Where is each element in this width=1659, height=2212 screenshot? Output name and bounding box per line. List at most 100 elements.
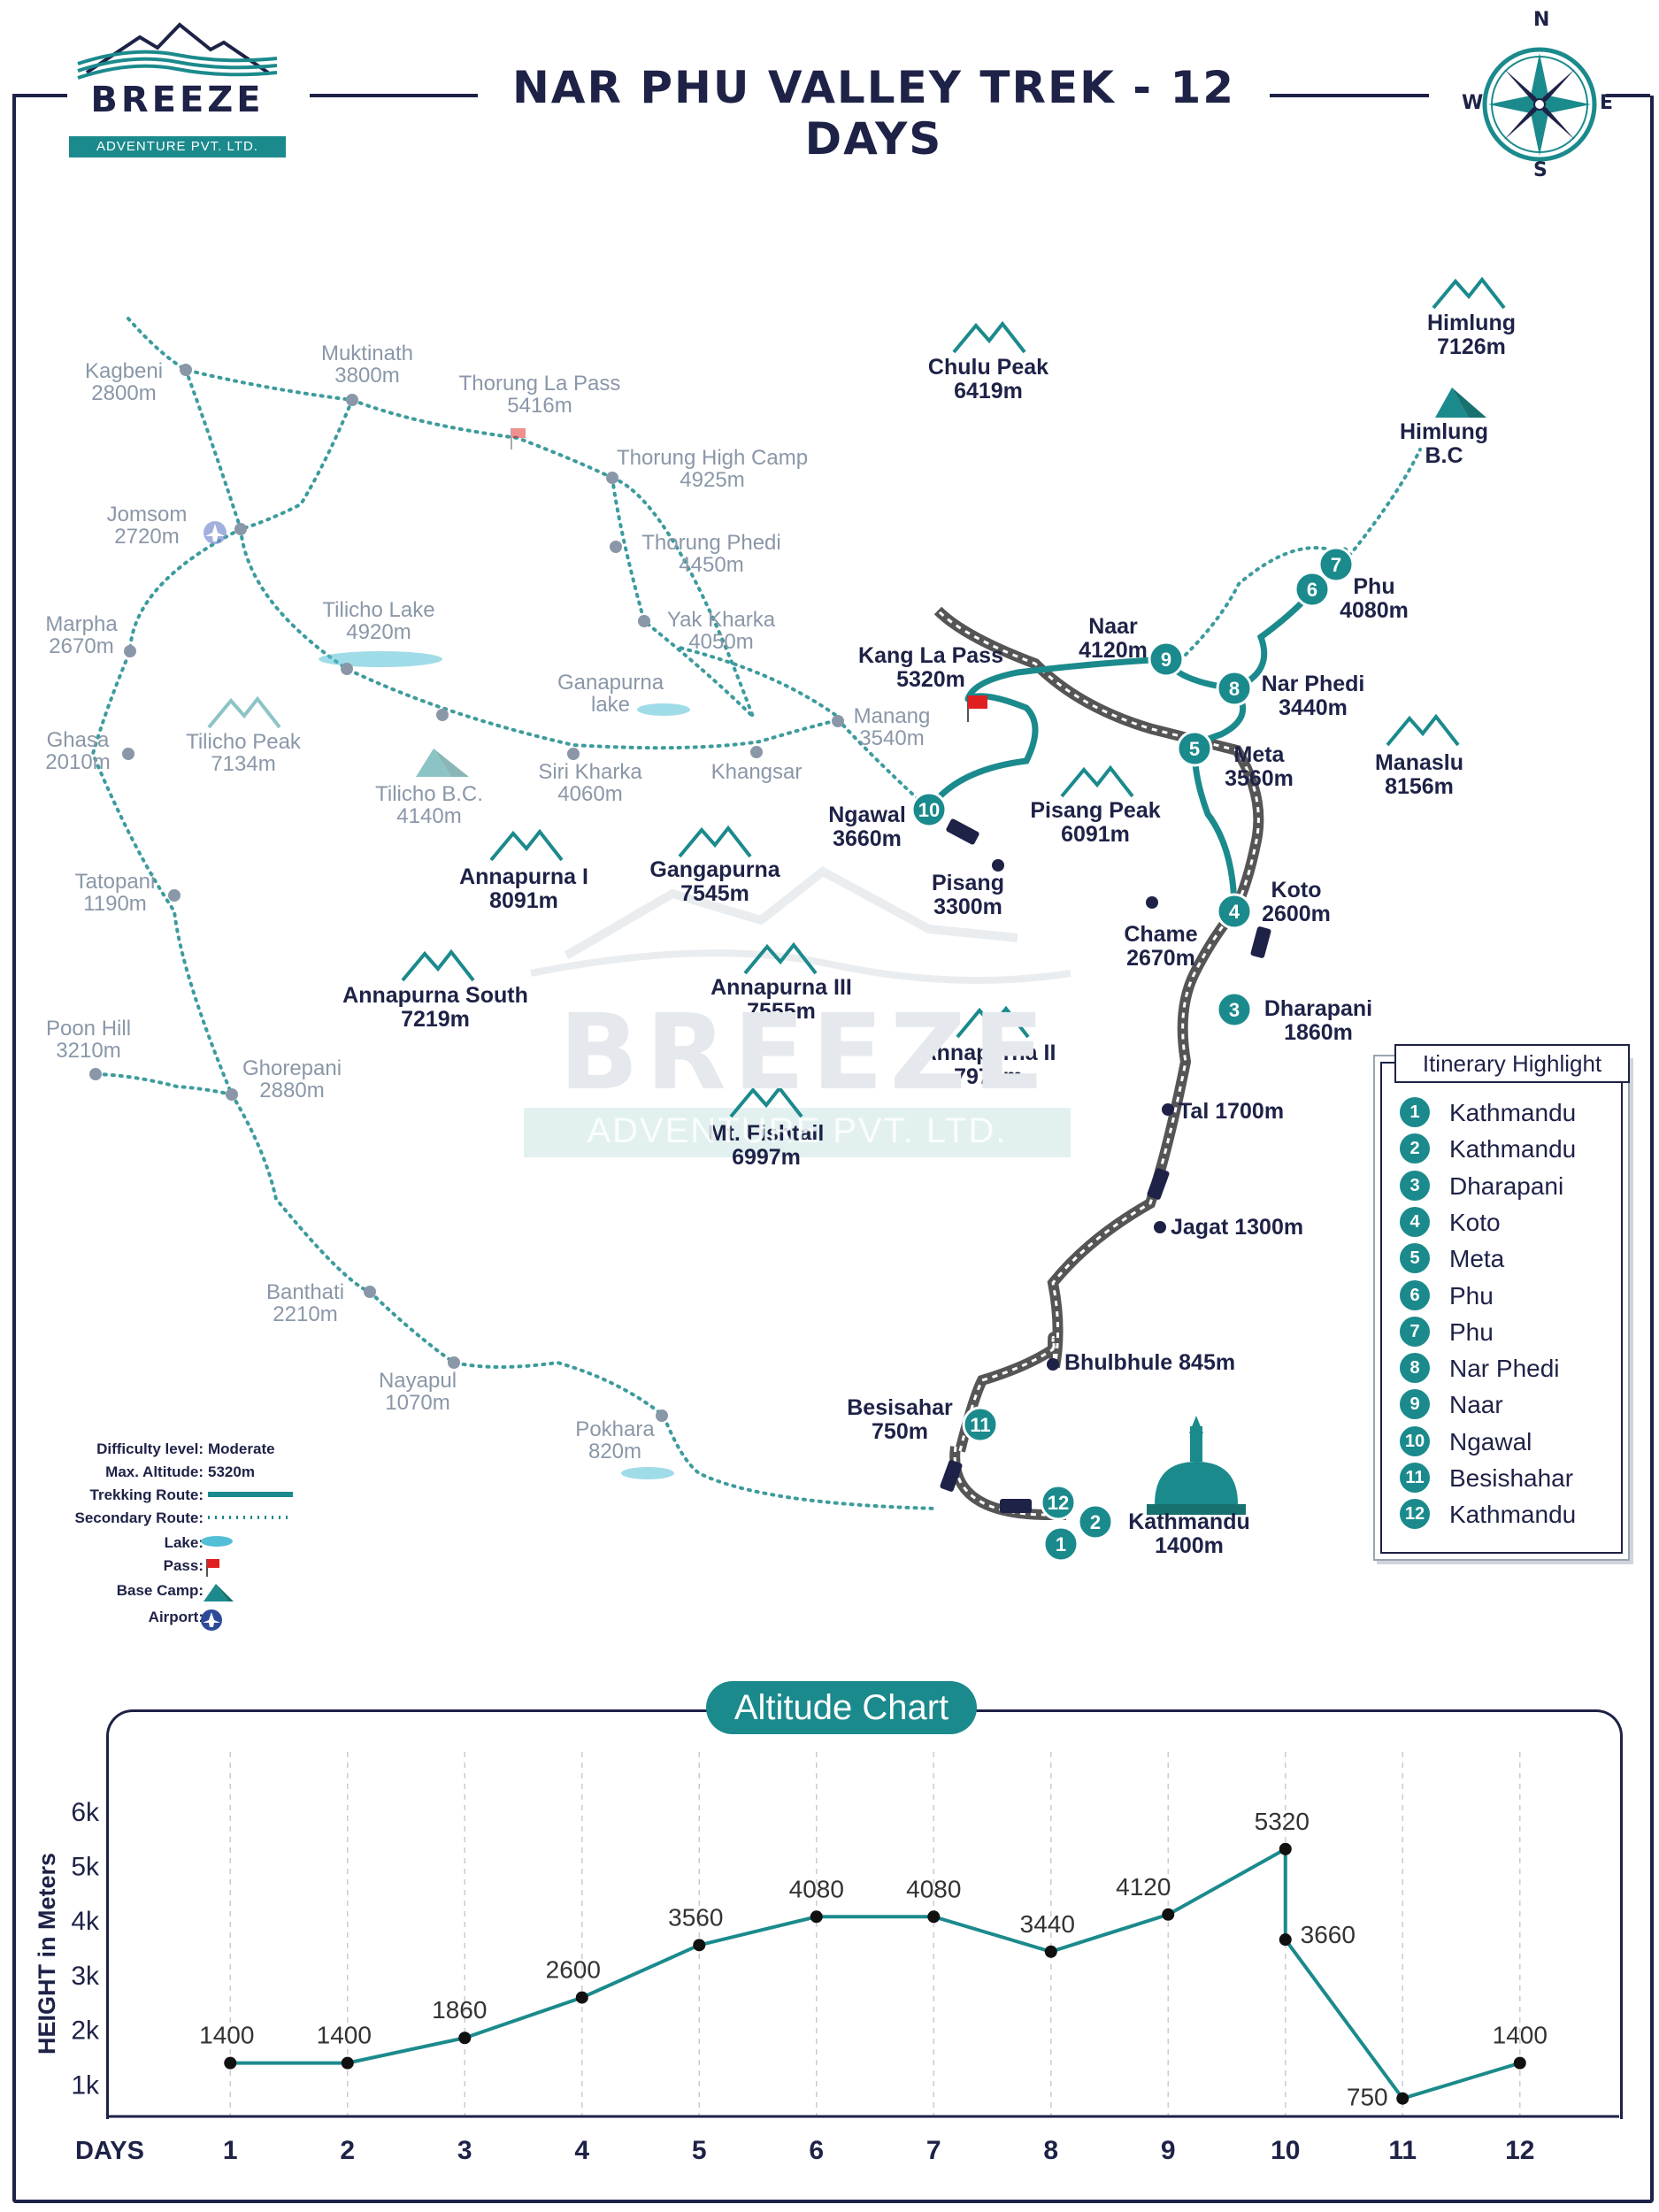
svg-text:2: 2	[1090, 1511, 1101, 1533]
legend-difficulty: Difficulty level:Moderate	[96, 1440, 275, 1457]
chart-data-label: 5320	[1255, 1808, 1310, 1835]
chart-point	[341, 2056, 354, 2070]
itinerary-day-number: 1	[1400, 1097, 1430, 1127]
compass-west: W	[1462, 92, 1484, 114]
legend-max-altitude: Max. Altitude:5320m	[105, 1463, 255, 1480]
legend-trekking-route: Trekking Route:	[27, 1486, 293, 1509]
chart-x-tick-label: 1	[223, 2136, 238, 2165]
svg-text:1: 1	[1056, 1533, 1066, 1555]
itinerary-day-label: Nar Phedi	[1449, 1355, 1560, 1383]
chart-point	[1279, 1842, 1292, 1855]
base-camp-tent-icon	[200, 1582, 235, 1608]
chart-x-tick-label: 8	[1043, 2136, 1058, 2165]
lake-icon	[621, 1467, 674, 1479]
day-badge-3: 3	[1216, 991, 1253, 1028]
day-badge-12: 12	[1040, 1484, 1077, 1521]
itinerary-day-label: Naar	[1449, 1391, 1503, 1419]
chart-x-tick-label: 7	[926, 2136, 941, 2165]
mountain-icons	[207, 276, 1506, 1118]
lake-icon	[199, 1534, 234, 1552]
itinerary-day-number: 8	[1400, 1353, 1430, 1384]
chart-data-label: 3440	[1020, 1910, 1075, 1938]
chart-data-label: 750	[1347, 2084, 1388, 2111]
chart-x-tick-label: 12	[1505, 2136, 1534, 2165]
pass-flag-icon	[967, 695, 987, 722]
jeep-icon	[940, 818, 1271, 1513]
itinerary-item: 8 Nar Phedi	[1400, 1353, 1630, 1384]
chart-point	[810, 1910, 823, 1924]
svg-text:9: 9	[1161, 649, 1171, 671]
chart-data-label: 3560	[668, 1903, 723, 1931]
day-badge-6: 6	[1294, 571, 1331, 608]
itinerary-day-label: Kathmandu	[1449, 1099, 1577, 1126]
base-camp-tent-icon	[416, 749, 469, 777]
watermark	[524, 866, 1071, 1157]
svg-text:10: 10	[918, 799, 940, 821]
chart-data-label: 4080	[789, 1875, 844, 1902]
chart-y-tick-label: 1k	[71, 2070, 100, 2100]
road-stops	[992, 859, 1174, 1371]
itinerary-day-number: 9	[1400, 1389, 1430, 1420]
page-title: NAR PHU VALLEY TREK - 12 DAYS	[511, 62, 1236, 165]
itinerary-day-number: 7	[1400, 1316, 1430, 1347]
pass-flag-icon	[511, 428, 526, 449]
legend-pass: Pass:	[27, 1557, 292, 1580]
itinerary-day-number: 6	[1400, 1279, 1430, 1310]
svg-text:7: 7	[1331, 554, 1341, 576]
logo-mountain-icon	[77, 22, 278, 80]
chart-x-label: DAYS	[75, 2137, 144, 2165]
chart-series-line	[230, 1846, 1521, 2101]
svg-text:12: 12	[1048, 1492, 1069, 1514]
lake-icon	[319, 651, 442, 667]
itinerary-item: 9 Naar	[1400, 1389, 1630, 1420]
secondary-stops	[89, 364, 844, 1422]
frame-top-segment	[1606, 94, 1650, 97]
chart-data-label: 4080	[906, 1875, 961, 1902]
day-badge-4: 4	[1216, 893, 1253, 930]
poster-frame	[12, 96, 1654, 2203]
chart-y-label: HEIGHT in Meters	[34, 1853, 60, 2055]
frame-top-segment	[12, 94, 67, 97]
day-badge-11: 11	[962, 1406, 999, 1443]
chart-x-tick-label: 6	[809, 2136, 824, 2165]
itinerary-day-label: Besishahar	[1449, 1464, 1574, 1492]
chart-y-tick-label: 4k	[71, 1907, 100, 1936]
chart-data-label: 1400	[317, 2022, 372, 2049]
itinerary-day-number: 2	[1400, 1133, 1430, 1164]
chart-data-label: 1860	[432, 1996, 487, 2024]
logo-tagline: ADVENTURE PVT. LTD.	[69, 136, 286, 157]
day-badge-1: 1	[1042, 1525, 1079, 1563]
chart-point	[1162, 1908, 1175, 1921]
day-badge-10: 10	[910, 791, 948, 828]
chart-point	[1044, 1945, 1057, 1958]
compass-north: N	[1533, 9, 1550, 31]
place-khangsar: Khangsar	[710, 760, 803, 784]
